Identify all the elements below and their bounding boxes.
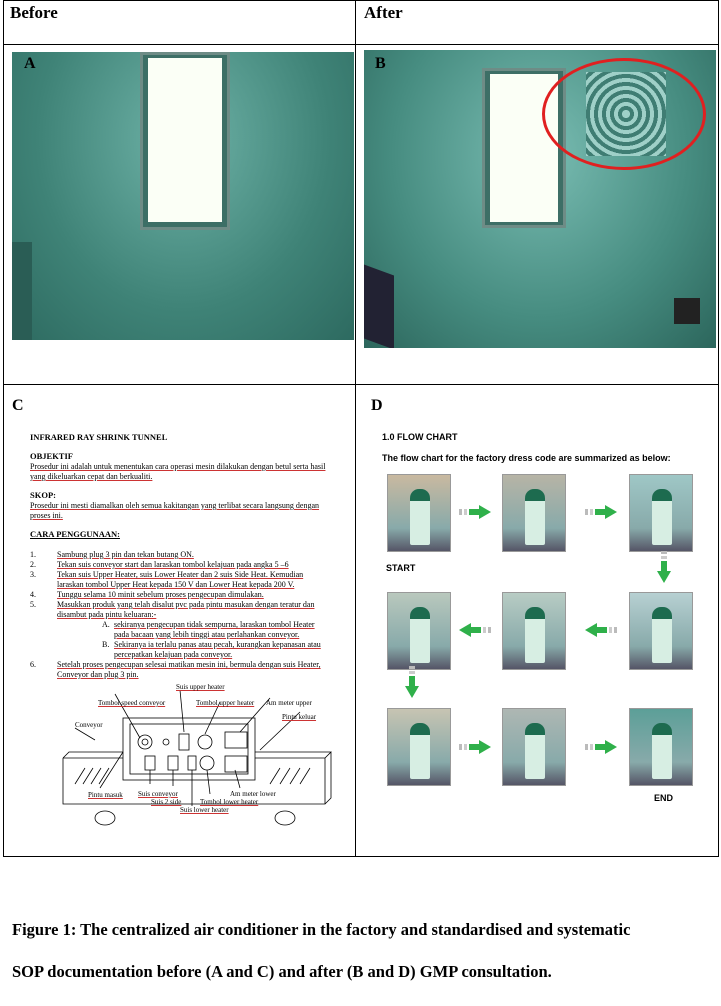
person-figure [525,489,545,545]
header-before: Before [10,3,58,22]
label-pintu-keluar: Pintu keluar [282,713,317,721]
label-suis-lower: Suis lower heater [180,806,229,814]
person-figure [525,607,545,663]
tv-screen [364,264,394,348]
substep-text: sekiranya pengecupan tidak sempurna, lar… [114,620,315,639]
person-figure [652,607,672,663]
label-pintu-masuk: Pintu masuk [88,791,123,799]
flow-step-photo [387,474,451,552]
step-number: 6. [30,660,36,669]
sop-step: 2. Tekan suis conveyor start dan laraskan… [30,560,330,570]
panel-label-d: D [371,397,383,414]
flow-step-photo [629,474,693,552]
table-row-divider-1 [3,44,719,45]
flow-end-label: END [654,793,674,803]
label-ammeter-upper: Am meter upper [266,699,312,707]
step-text: Tekan suis Upper Heater, suis Lower Heat… [57,570,304,589]
flow-step-photo [387,592,451,670]
person-figure [410,489,430,545]
label-conveyor: Conveyor [75,721,103,729]
step-number: 4. [30,590,36,599]
step-number: 3. [30,570,36,579]
label-tombol-speed: Tombol speed conveyor [98,699,166,707]
photo-ceiling-before [12,52,354,340]
flow-arrow-icon [405,666,419,698]
flow-step-photo [629,708,693,786]
person-figure [652,723,672,779]
flow-arrow-icon [459,623,491,637]
flow-arrow-icon [657,551,671,583]
person-figure [410,607,430,663]
step-text: Tekan suis conveyor start dan laraskan t… [57,560,289,569]
flow-step-photo [502,708,566,786]
sop-step: 6. Setelah proses pengecupan selesai mati… [30,660,330,680]
table-border-left [3,0,4,857]
table-border-right [718,0,719,857]
sop-steps: 1. Sambung plug 3 pin dan tekan butang ON… [30,550,330,680]
sop-step: 1. Sambung plug 3 pin dan tekan butang ON… [30,550,330,560]
person-figure [652,489,672,545]
flow-step-photo [502,592,566,670]
step-number: 1. [30,550,36,559]
header-after: After [364,3,403,22]
substep-letter: A. [102,620,110,629]
panel-label-b: B [375,55,386,72]
step-text: Tunggu selama 10 minit sebelum proses pe… [57,590,264,599]
ceiling-light-panel [148,58,222,222]
flow-arrow-icon [585,623,617,637]
step-text: Setelah proses pengecupan selesai matika… [57,660,321,679]
sop-substep: A. sekiranya pengecupan tidak sempurna, l… [30,620,330,640]
figure-caption-line-1: Figure 1: The centralized air conditione… [12,920,631,939]
flow-step-photo [629,592,693,670]
highlight-circle [542,58,706,170]
flow-start-label: START [386,563,416,573]
flow-arrow-icon [459,505,491,519]
substep-letter: B. [102,640,110,649]
person-figure [525,723,545,779]
flow-step-photo [387,708,451,786]
flow-arrow-icon [459,740,491,754]
table-border-top [3,0,719,1]
flow-arrow-icon [585,740,617,754]
step-number: 2. [30,560,36,569]
sop-objective-text: Prosedur ini adalah untuk menentukan car… [30,462,326,481]
label-suis-upper: Suis upper heater [176,683,225,691]
sop-step: 5. Masukkan produk yang telah disalut pvc… [30,600,330,620]
label-tombol-upper: Tombol upper heater [196,699,255,707]
person-figure [410,723,430,779]
sop-document: INFRARED RAY SHRINK TUNNEL OBJEKTIF Pros… [30,432,330,680]
step-text: Masukkan produk yang telah disalut pvc p… [57,600,315,619]
label-ammeter-lower: Am meter lower [230,790,276,798]
photo-ceiling-after [364,50,716,348]
wall-edge [12,242,32,340]
sop-scope-heading: SKOP: [30,490,56,500]
speaker-box [674,298,700,324]
flow-step-photo [502,474,566,552]
panel-label-c: C [12,397,24,414]
step-number: 5. [30,600,36,609]
sop-step: 3. Tekan suis Upper Heater, suis Lower He… [30,570,330,590]
label-suis-conveyor: Suis conveyor [138,790,178,798]
flow-chart-title: 1.0 FLOW CHART [382,432,458,442]
sop-objective-heading: OBJEKTIF [30,451,73,461]
sop-step: 4. Tunggu selama 10 minit sebelum proses … [30,590,330,600]
step-text: Sambung plug 3 pin dan tekan butang ON. [57,550,194,559]
sop-usage-heading: CARA PENGGUNAAN: [30,529,120,539]
sop-title: INFRARED RAY SHRINK TUNNEL [30,432,168,442]
label-suis-side: Suis 2 side [151,798,182,806]
figure-caption-line-2: SOP documentation before (A and C) and a… [12,962,552,981]
sop-scope-text: Prosedur ini mesti diamalkan oleh semua … [30,501,320,520]
shrink-tunnel-diagram [62,689,332,826]
panel-label-a: A [24,55,36,72]
flow-arrow-icon [585,505,617,519]
table-border-bottom [3,856,719,857]
sop-substep: B. Sekiranya ia terlalu panas atau pecah,… [30,640,330,660]
flow-chart-subtitle: The flow chart for the factory dress cod… [382,453,671,463]
substep-text: Sekiranya ia terlalu panas atau pecah, k… [114,640,321,659]
label-tombol-lower: Tombol lower heater [200,798,259,806]
table-column-divider [355,0,356,857]
table-row-divider-2 [3,384,719,385]
